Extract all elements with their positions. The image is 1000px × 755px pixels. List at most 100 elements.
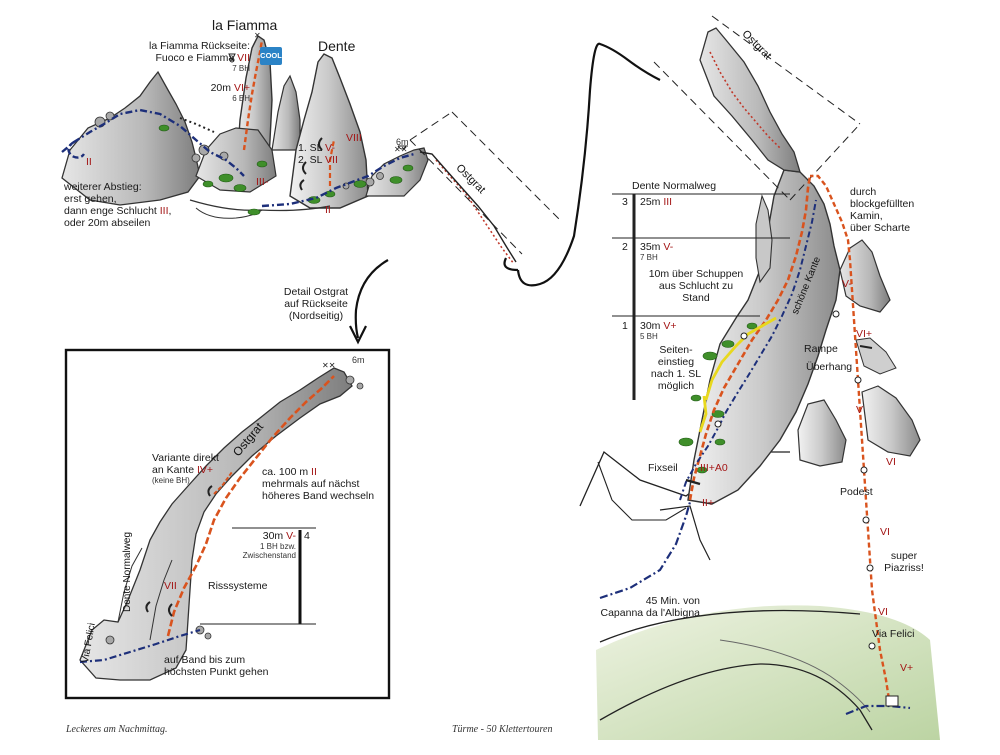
valley-line-4 (659, 505, 711, 561)
inset-route-orange (166, 375, 335, 637)
variant-note: Variante direkt an Kante IV+ (keine BH) (152, 452, 219, 485)
route-yellow (704, 316, 777, 401)
grade-vi-right-1: VI (886, 456, 896, 468)
normalweg-title: Dente Normalweg (632, 180, 717, 192)
connector-arrowhead (349, 325, 367, 345)
main-topo-right (579, 15, 940, 740)
side-entry-note: Seiten- einstieg nach 1. SL möglich (650, 344, 702, 392)
grade-iii-minus: III- (256, 176, 269, 188)
grade-vi-right-2: VI (880, 526, 890, 538)
route-normalweg-orange (688, 175, 812, 501)
detail-ostgrat-note: Detail Ostgrat auf Rückseite (Nordseitig… (283, 286, 349, 322)
chimney-note: durch blockgefüllten Kamin, über Scharte (850, 186, 915, 234)
normalweg-table (612, 193, 790, 400)
peak-label-dente: Dente (318, 38, 356, 54)
meadow (596, 605, 940, 740)
fixseil-label: Fixseil (648, 462, 678, 474)
rock-side-tower (755, 194, 773, 284)
hut-icon (885, 695, 899, 707)
ostgrat-right-frame (653, 15, 861, 201)
inset-route-blue (79, 628, 201, 664)
rock-needle-2 (271, 74, 301, 151)
rock-upper-spire (699, 27, 801, 173)
route-yellow-2 (698, 395, 708, 433)
row3-num: 3 (622, 196, 628, 208)
podest-label: Podest (840, 486, 873, 498)
dente-normalweg-vertical: Dente Normalweg (122, 531, 133, 612)
cool-badge: COOL (260, 47, 282, 65)
inset-num: 4 (304, 530, 310, 542)
valley-line-2 (599, 663, 873, 731)
super-piazriss-note: super Piazriss! (884, 550, 924, 574)
overview-top-left: ✕✕ ✕ (61, 31, 563, 265)
rock-right-lower (797, 399, 847, 467)
svg-text:✕✕: ✕✕ (394, 145, 407, 154)
svg-text:✕: ✕ (254, 31, 261, 40)
route-connect-blue (261, 152, 415, 208)
route-black-dots (179, 117, 215, 133)
grade-vi-plus-right: VI+ (856, 328, 873, 340)
rock-right-pillar (839, 239, 891, 313)
rock-dente-main (687, 169, 841, 505)
valley-line-3 (719, 639, 871, 713)
svg-text:✕✕: ✕✕ (322, 361, 335, 370)
connector-right-2 (503, 257, 519, 272)
route-dente-sl (328, 139, 336, 186)
peak-label-fiamma: la Fiamma (212, 17, 278, 33)
inset-boulders (105, 375, 364, 645)
connector-right (516, 42, 661, 287)
bushes-right (678, 322, 758, 474)
pitch-20m-label: 20m VI+ 6 BH (210, 82, 250, 103)
grade-v-plus-right: V+ (900, 662, 914, 674)
six-m-top: 6m (396, 137, 409, 147)
grade-ii-left: II (86, 156, 92, 168)
dente-sl-label: 1. SL V- 2. SL VII (298, 142, 338, 166)
valley-line-1 (599, 609, 861, 643)
ca100-note: ca. 100 m II mehrmals auf nächst höheres… (262, 466, 375, 502)
footer-left: Leckeres am Nachmittag. (66, 724, 168, 735)
route-approach (599, 501, 692, 600)
grade-v-minus-right: V- (842, 278, 852, 290)
rock-right-ridge (365, 147, 429, 197)
inset-pitch: 30m V- 1 BH bzw. Zwischenstand (242, 530, 296, 560)
risssysteme-label: Risssysteme (208, 580, 268, 592)
rock-right-far (861, 385, 921, 457)
grade-iii-a0: III+A0 (700, 462, 728, 474)
route-via-felici (810, 174, 892, 707)
ostgrat-top-ridge (419, 151, 517, 263)
row2-num: 2 (622, 241, 628, 253)
route-descent-blue (61, 108, 245, 177)
route-fiamma-back (242, 39, 264, 151)
grade-vii-inset: VII (164, 580, 177, 592)
grade-viii-label: VIII (346, 132, 362, 144)
grade-ii-plus: II+ (702, 497, 714, 509)
connector-down (354, 259, 389, 339)
six-m-inset: 6m (352, 355, 365, 365)
rock-fiamma-base (195, 127, 277, 193)
route-descent-blue-loop (67, 140, 85, 159)
rock-right-mid (855, 337, 897, 375)
route-approach-bottom (845, 704, 911, 716)
row2-note: 10m über Schuppen aus Schlucht zu Stand (648, 268, 744, 304)
row2-pitch: 35m V- 7 BH (640, 241, 674, 262)
grade-ii-mid: II (325, 204, 331, 216)
inset-drawing: ✕✕ (79, 361, 364, 681)
descent-note: weiterer Abstieg: erst gehen, dann enge … (64, 181, 172, 229)
grade-vi-right-3: VI (878, 606, 888, 618)
base-ground (189, 199, 331, 212)
ostgrat-top-frame (409, 111, 563, 255)
via-felici-right: Via Felici (872, 628, 915, 640)
fiamma-back-label: la Fiamma Rückseite: Fuoco e Fiamma VII … (149, 40, 250, 73)
bushes-top (158, 124, 414, 216)
row1-pitch: 30m V+ 5 BH (640, 320, 677, 341)
rock-dente-tower (289, 53, 369, 209)
ueberhang-label: Überhang (806, 361, 853, 373)
approach-note: 45 Min. von Capanna da l'Albigna (600, 595, 701, 619)
row1-num: 1 (622, 320, 628, 332)
grade-v-right: V (856, 404, 864, 416)
rampe-label: Rampe (804, 343, 838, 355)
band-note: auf Band bis zum höchsten Punkt gehen (164, 654, 269, 678)
row3-pitch: 25m III (640, 196, 673, 208)
footer-center: Türme - 50 Klettertouren (452, 724, 553, 735)
